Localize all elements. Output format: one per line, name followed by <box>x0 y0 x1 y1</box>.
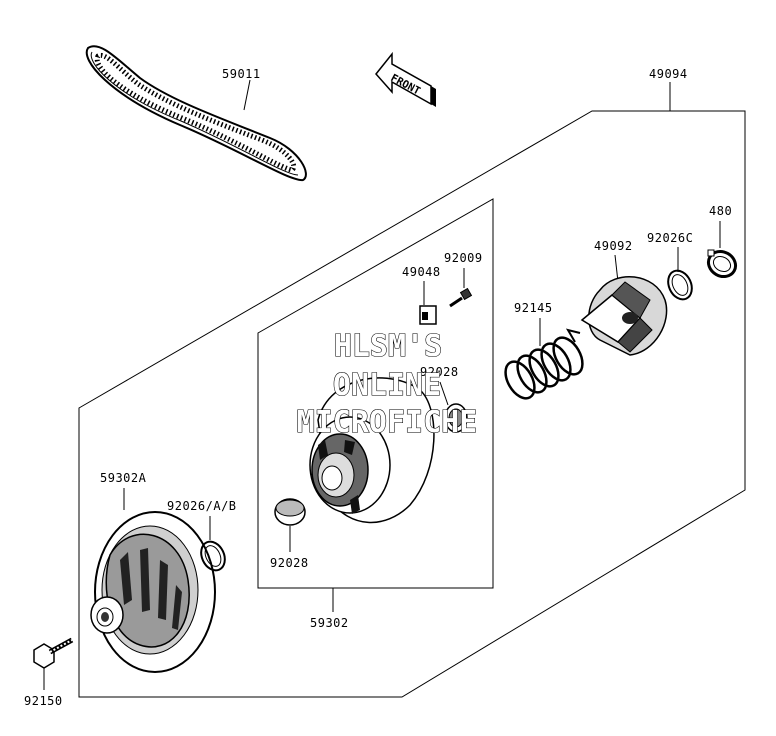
assembly-outline <box>78 110 746 698</box>
label-moveable-sheave-assy: 59302 <box>310 616 349 630</box>
fixed-sheave <box>90 511 216 673</box>
label-fixed-sheave: 59302A <box>100 471 147 485</box>
leader-bushing-top <box>439 381 449 406</box>
washer-c <box>667 269 693 301</box>
bolt-small <box>449 287 473 308</box>
watermark-line-1: HLSM'S <box>334 329 442 364</box>
slider <box>419 305 437 325</box>
label-bolt: 92150 <box>24 694 63 708</box>
label-spring: 92145 <box>514 301 553 315</box>
front-arrow: FRONT <box>375 51 436 107</box>
weight-cam <box>580 276 668 356</box>
moveable-sheave <box>309 377 435 524</box>
leader-belt <box>243 79 251 111</box>
bushing-bottom <box>274 498 306 526</box>
watermark-line-3: MICROFICHE <box>297 405 478 440</box>
drive-belt <box>85 45 307 182</box>
spring <box>504 328 584 400</box>
label-bolt-small: 92009 <box>444 251 483 265</box>
washer-ab <box>200 540 226 572</box>
subassembly-outline <box>257 198 494 589</box>
label-weight-cam: 49092 <box>594 239 633 253</box>
bushing-top <box>444 403 468 433</box>
label-washer-c: 92026C <box>647 231 693 245</box>
leader-weight-cam <box>614 254 619 283</box>
watermark-line-2: ONLINE <box>333 368 441 403</box>
label-belt: 59011 <box>222 67 261 81</box>
label-circlip: 480 <box>709 204 732 218</box>
label-slider: 49048 <box>402 265 441 279</box>
circlip <box>706 249 738 279</box>
label-assembly: 49094 <box>649 67 688 81</box>
label-washer-ab: 92026/A/B <box>167 499 237 513</box>
label-bushing-top: 92028 <box>420 365 459 379</box>
label-bushing-bottom: 92028 <box>270 556 309 570</box>
bolt <box>33 637 74 669</box>
